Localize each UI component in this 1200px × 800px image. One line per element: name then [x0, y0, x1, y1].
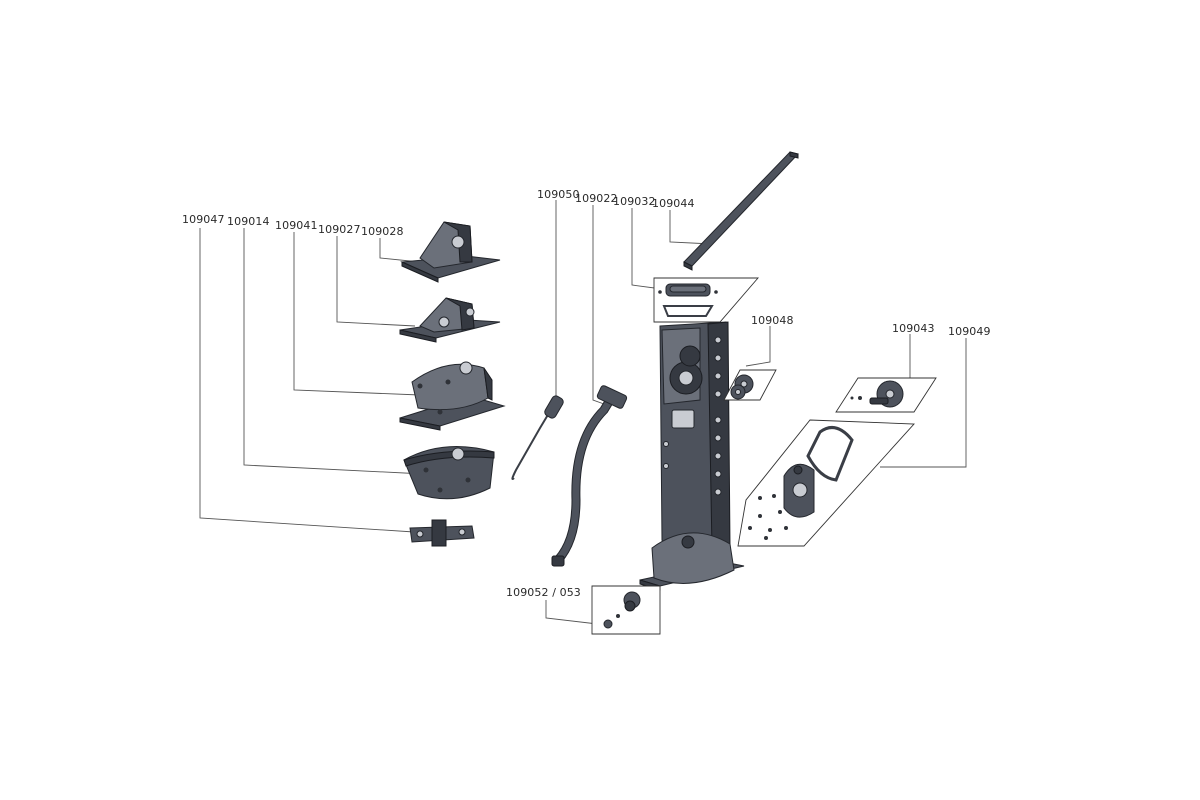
part-number-109014: 109014: [227, 215, 270, 228]
foot-plate-109028: [400, 221, 501, 283]
top-cap-box-109032: [653, 277, 759, 323]
leader-109028: [379, 238, 421, 263]
spring-hook-109050: [511, 395, 564, 480]
gear-box-109043: [835, 377, 937, 413]
part-number-109027: 109027: [318, 223, 361, 236]
leader-109049: [880, 338, 967, 468]
part-number-109043: 109043: [892, 322, 935, 335]
part-number-109047: 109047: [182, 213, 225, 226]
bolt-holes: [663, 336, 722, 496]
drive-shaft-109044: [683, 151, 799, 271]
leader-109014: [243, 228, 425, 475]
gearbox-cover-box-109049: [737, 419, 915, 547]
foot-plate-109014: [403, 446, 495, 500]
part-number-109049: 109049: [948, 325, 991, 338]
pin-bracket-109047: [409, 519, 475, 547]
leader-109041: [293, 232, 421, 396]
leader-109044: [669, 210, 713, 245]
foot-plate-109041: [399, 361, 506, 431]
foot-plate-109027: [399, 297, 501, 343]
leader-109047: [199, 228, 415, 533]
part-number-109032: 109032: [613, 195, 656, 208]
leader-109022: [592, 205, 605, 405]
landing-leg-column: [639, 321, 745, 591]
part-number-109048: 109048: [751, 314, 794, 327]
part-number-109022: 109022: [575, 192, 618, 205]
crank-handle-109022: [551, 385, 628, 567]
leader-109048: [745, 326, 771, 367]
part-number-109028: 109028: [361, 225, 404, 238]
part-number-109050: 109050: [537, 188, 580, 201]
leader-109032: [631, 208, 663, 290]
part-number-109052-053: 109052 / 053: [506, 586, 581, 599]
leader-109027: [336, 236, 416, 327]
part-number-109044: 109044: [652, 197, 695, 210]
leader-lines: [199, 200, 967, 626]
part-number-109041: 109041: [275, 219, 318, 232]
small-parts-box-109052: [591, 585, 661, 635]
gear-box-109048: [723, 369, 777, 401]
leader-109052: [545, 600, 607, 626]
